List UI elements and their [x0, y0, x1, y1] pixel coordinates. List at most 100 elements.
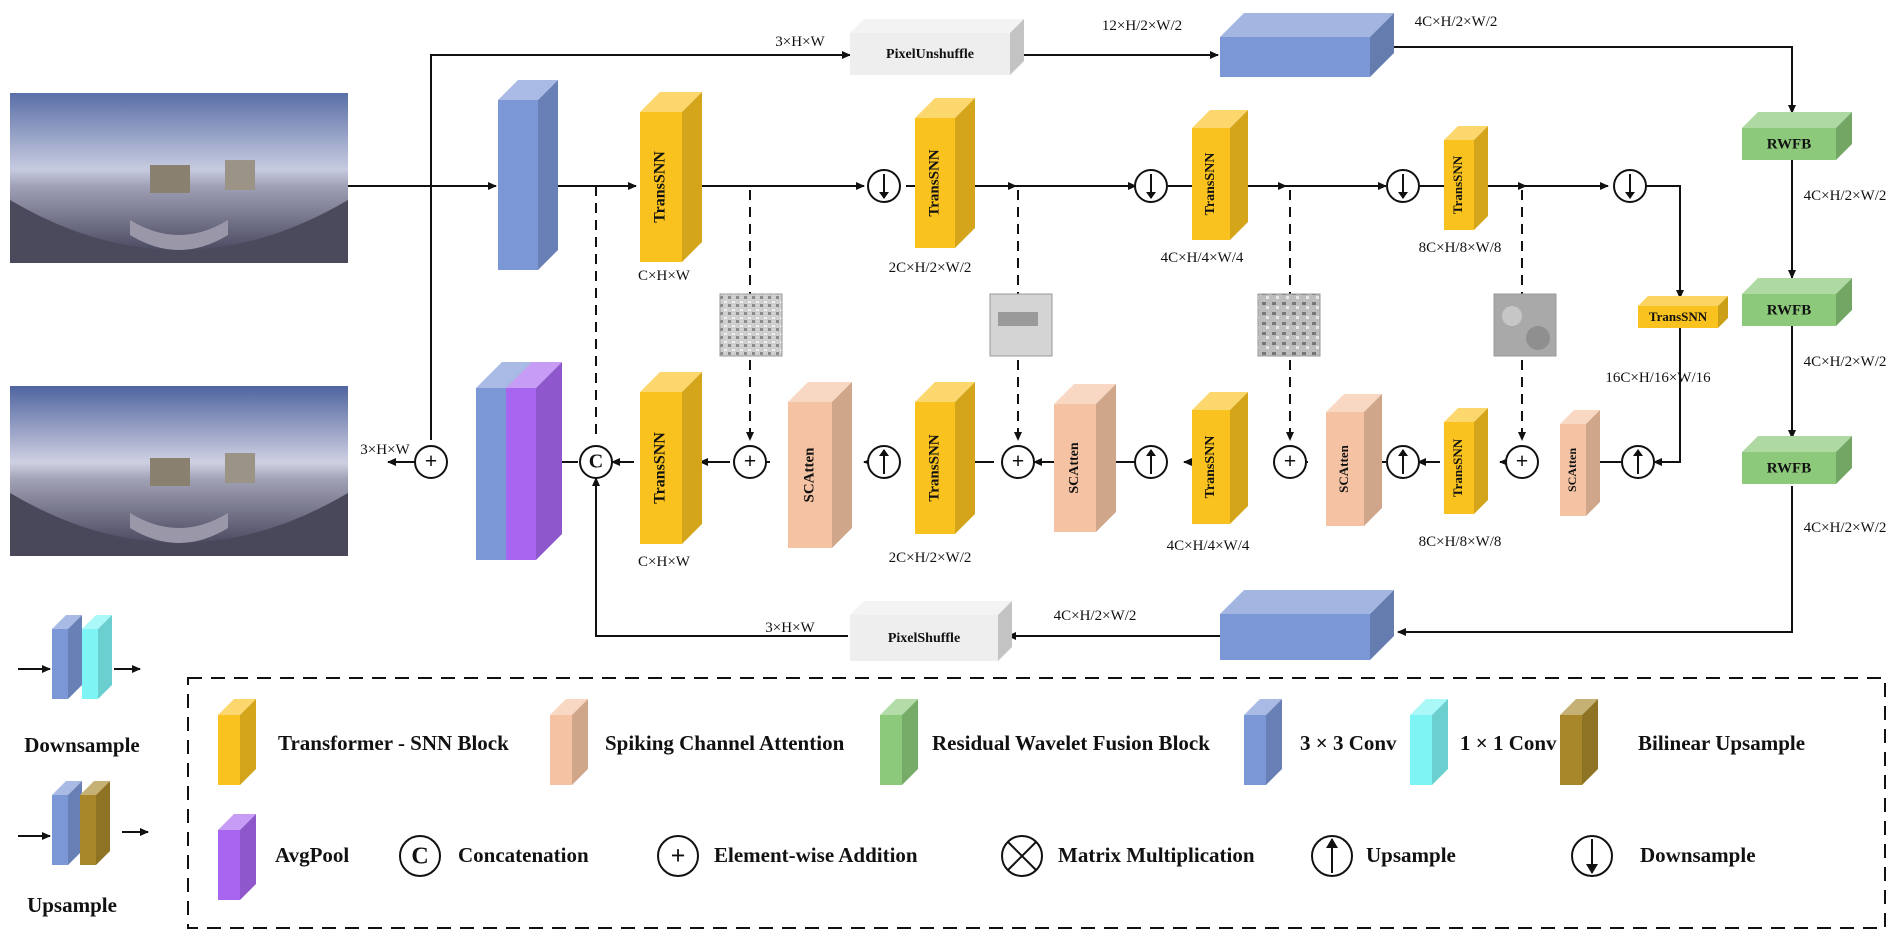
- add-op-1-symbol: +: [744, 448, 757, 473]
- panorama-input-image: [10, 93, 348, 263]
- scatten-block-3: SCAtten: [1326, 394, 1382, 526]
- dim-rwfb3: 4C×H/2×W/2: [1804, 520, 1887, 536]
- dim-rwfb2: 4C×H/2×W/2: [1804, 354, 1887, 370]
- feature-map-thumbnail: [719, 293, 1557, 357]
- bottleneck-transsnn-label: TransSNN: [1649, 309, 1708, 324]
- scatten-block-4: SCAtten: [1560, 410, 1600, 516]
- add-op-4-symbol: +: [1516, 448, 1529, 473]
- conv-top-right: [1220, 13, 1394, 77]
- legend-upsample-diagram: [18, 828, 149, 840]
- dim-dec2: 2C×H/2×W/2: [889, 550, 972, 566]
- pixel-unshuffle-block: PixelUnshuffle: [850, 19, 1024, 75]
- decoder-transsnn-1-label: TransSNN: [652, 432, 669, 504]
- dim-in-top: 3×H×W: [775, 34, 825, 50]
- downsample-op-3: [1386, 169, 1420, 203]
- dim-bottleneck: 16C×H/16×W/16: [1605, 370, 1711, 386]
- concat-op: C: [579, 445, 613, 479]
- encoder-transsnn-4-label: TransSNN: [1450, 155, 1465, 214]
- rwfb-block-2: RWFB: [1742, 278, 1852, 326]
- downsample-op-4: [1613, 169, 1647, 203]
- rwfb-block-1: RWFB: [1742, 112, 1852, 160]
- concat-op-symbol: C: [589, 451, 603, 473]
- dim-out: 3×H×W: [360, 442, 410, 458]
- legend-conv3-swatch: [1244, 699, 1282, 785]
- bottleneck-transsnn: TransSNN: [1638, 296, 1728, 328]
- legend-upsample-icon: [1311, 835, 1353, 877]
- legend-add-icon: +: [657, 835, 699, 877]
- dim-enc2: 2C×H/2×W/2: [889, 260, 972, 276]
- add-op-output-symbol: +: [425, 448, 438, 473]
- decoder-transsnn-2: TransSNN: [915, 382, 975, 534]
- add-op-2-symbol: +: [1012, 448, 1025, 473]
- legend-conv1-label: 1 × 1 Conv: [1460, 731, 1557, 755]
- encoder-transsnn-2-label: TransSNN: [926, 149, 942, 216]
- dim-enc-chw: C×H×W: [638, 268, 691, 284]
- conv-bottom-right: [1220, 590, 1394, 660]
- decoder-transsnn-1: TransSNN: [640, 372, 702, 544]
- rwfb-block-2-label: RWFB: [1767, 302, 1811, 318]
- scatten-block-1: SCAtten: [788, 382, 852, 548]
- dim-shuffle-in: 4C×H/2×W/2: [1054, 608, 1137, 624]
- decoder-transsnn-4-label: TransSNN: [1450, 438, 1465, 497]
- encoder-transsnn-3: TransSNN: [1192, 110, 1248, 240]
- legend-scatten-label: Spiking Channel Attention: [605, 731, 845, 755]
- legend-rwfb-label: Residual Wavelet Fusion Block: [932, 731, 1210, 755]
- upsample-op-2: [1386, 445, 1420, 479]
- dim-shuffle-3hw: 3×H×W: [765, 620, 815, 636]
- legend-avgpool-label: AvgPool: [275, 843, 349, 867]
- output-avgpool-block: [506, 362, 562, 560]
- connections: [348, 46, 1796, 640]
- add-op-4: +: [1505, 445, 1539, 479]
- encoder-transsnn-1: TransSNN: [640, 92, 702, 262]
- legend-transsnn-label: Transformer - SNN Block: [278, 731, 509, 755]
- panorama-output-image: [10, 386, 348, 556]
- add-op-1: +: [733, 445, 767, 479]
- pixel-unshuffle-block-label: PixelUnshuffle: [886, 47, 974, 62]
- legend-bilinear-swatch: [1560, 699, 1598, 785]
- upsample-op-4: [867, 445, 901, 479]
- scatten-block-3-label: SCAtten: [1336, 444, 1351, 492]
- add-op-2: +: [1001, 445, 1035, 479]
- conv3x3-block: [498, 80, 558, 270]
- rwfb-block-3: RWFB: [1742, 436, 1852, 484]
- legend: Transformer - SNN Block Spiking Channel A…: [18, 615, 1886, 929]
- add-op-output: +: [414, 445, 448, 479]
- rwfb-block-1-label: RWFB: [1767, 136, 1811, 152]
- encoder-transsnn-1-label: TransSNN: [652, 151, 669, 223]
- encoder-transsnn-2: TransSNN: [915, 98, 975, 248]
- add-op-3-symbol: +: [1284, 448, 1297, 473]
- legend-add-label: Element-wise Addition: [714, 843, 918, 867]
- legend-concat-label: Concatenation: [458, 843, 589, 867]
- rwfb-block-3-label: RWFB: [1767, 460, 1811, 476]
- legend-concat-icon: C: [399, 835, 441, 877]
- add-op-3: +: [1273, 445, 1307, 479]
- scatten-block-4-label: SCAtten: [1565, 448, 1579, 492]
- legend-downsample-label: Downsample: [1640, 843, 1756, 867]
- scatten-block-1-label: SCAtten: [801, 447, 817, 503]
- decoder-transsnn-2-label: TransSNN: [926, 434, 942, 501]
- legend-matmul-label: Matrix Multiplication: [1058, 843, 1255, 867]
- legend-matmul-icon: [1001, 835, 1043, 877]
- encoder-transsnn-4: TransSNN: [1444, 126, 1488, 230]
- pixel-shuffle-block-label: PixelShuffle: [888, 631, 960, 646]
- dim-enc3: 4C×H/4×W/4: [1161, 250, 1244, 266]
- legend-upsample-label: Upsample: [1366, 843, 1456, 867]
- dim-top-4c: 4C×H/2×W/2: [1415, 14, 1498, 30]
- skip-connections: [746, 190, 1526, 441]
- legend-add-icon-symbol: +: [671, 841, 686, 870]
- legend-rwfb-swatch: [880, 699, 918, 785]
- legend-transsnn-swatch: [218, 699, 256, 785]
- dim-dec-chw: C×H×W: [638, 554, 691, 570]
- legend-scatten-swatch: [550, 699, 588, 785]
- legend-bilinear-label: Bilinear Upsample: [1638, 731, 1805, 755]
- legend-downsample-icon: [1571, 835, 1613, 877]
- legend-concat-icon-symbol: C: [411, 844, 428, 870]
- upsample-op-1: [1621, 445, 1655, 479]
- decoder-transsnn-4: TransSNN: [1444, 408, 1488, 514]
- dim-enc4: 8C×H/8×W/8: [1419, 240, 1502, 256]
- legend-downsample-title: Downsample: [24, 733, 140, 757]
- dim-dec4: 8C×H/8×W/8: [1419, 534, 1502, 550]
- decoder-transsnn-3-label: TransSNN: [1203, 436, 1218, 499]
